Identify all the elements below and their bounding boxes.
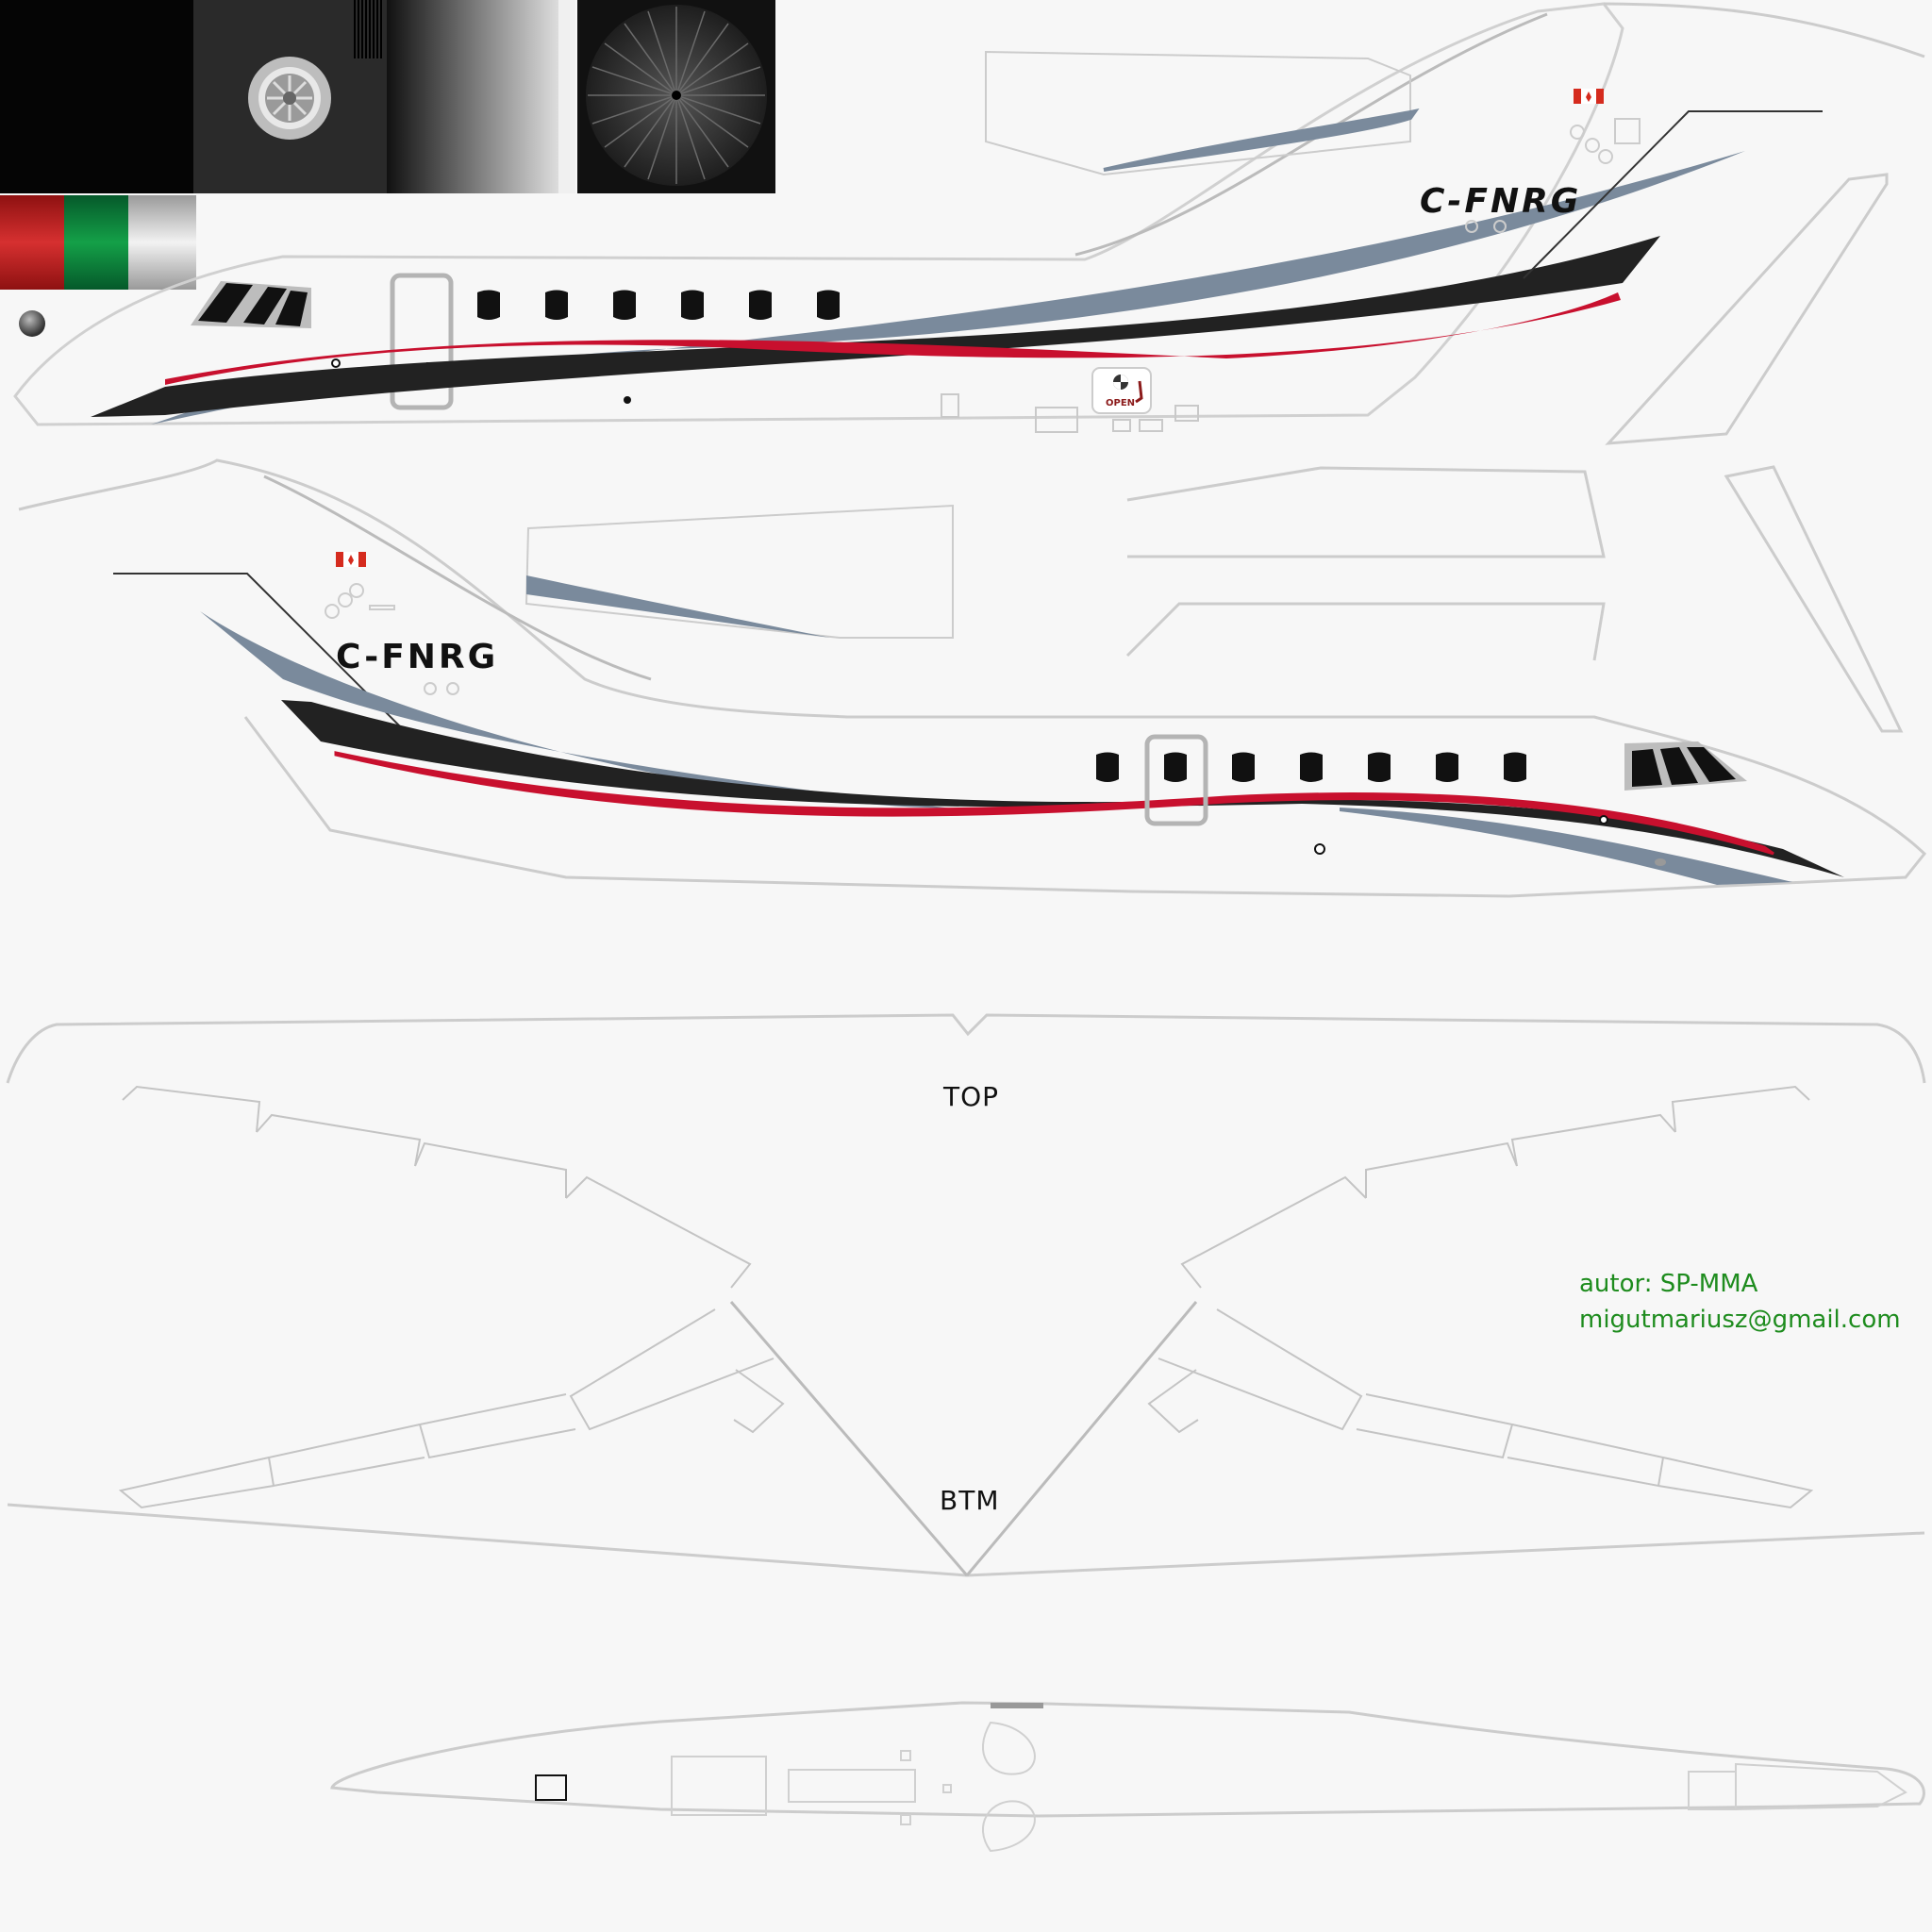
gradient-swatch: [387, 0, 558, 193]
wing-v-left: [729, 1301, 969, 1576]
registration-left: C-FNRG: [1420, 182, 1581, 221]
wing-v-right: [965, 1301, 1198, 1576]
cheatline-red-right: [334, 751, 1774, 856]
wing-planform: TOP BTM: [6, 1013, 1926, 1577]
canada-flag-icon: [1574, 89, 1604, 104]
static-port: [331, 358, 341, 368]
tail-livery-right: C-FNRG: [113, 552, 498, 739]
cabin-door: [390, 273, 454, 410]
pitot-right: [1655, 858, 1666, 866]
stabiliser-lower-a: [1126, 466, 1606, 558]
open-label: OPEN: [1106, 398, 1135, 408]
black-swatch: [0, 0, 193, 193]
passenger-windows-right: [1096, 752, 1526, 782]
cockpit-windows: [191, 281, 311, 328]
tail-livery-left: C-FNRG: [1420, 89, 1823, 279]
flap-panels-bottom: [118, 1308, 1814, 1509]
cabin-door-right: [1144, 734, 1208, 826]
fan-icon: [586, 5, 767, 186]
swatch-green: [64, 195, 128, 290]
belly-fairing-top: [991, 1703, 1043, 1708]
cheatline-black: [91, 236, 1660, 417]
belly-square: [535, 1774, 567, 1801]
fin-leading-edge: [1074, 12, 1548, 257]
fin-top-edge: [1603, 2, 1925, 58]
stabiliser-upper: [1605, 173, 1889, 445]
author-email: migutmariusz@gmail.com: [1579, 1306, 1901, 1334]
nacelle-stripe-right: [526, 575, 830, 638]
static-port-right: [1599, 815, 1608, 824]
nacelle-stripe: [1103, 108, 1420, 172]
fuselage-left-side: OPEN C-FNRG: [13, 2, 1925, 445]
fin-vents: [1465, 118, 1641, 233]
swatch-red: [0, 195, 64, 290]
turbine-icon: [248, 57, 331, 140]
passenger-windows: [477, 290, 840, 320]
baggage-door-placard: OPEN: [1091, 367, 1152, 414]
gradient-swatch-edge: [558, 0, 575, 193]
flap-panels-top: [122, 1085, 1810, 1289]
fin-leading-edge-right: [263, 475, 652, 681]
registration-right: C-FNRG: [336, 638, 498, 676]
antenna-dot: [624, 396, 631, 404]
fuselage-belly: [330, 1701, 1925, 1853]
canada-flag-icon-right: [336, 552, 366, 567]
stabiliser-lower-b: [1125, 602, 1606, 661]
author-name: autor: SP-MMA: [1579, 1270, 1758, 1298]
nacelle-outline: [985, 50, 1411, 176]
author-credit: autor: SP-MMA migutmariusz@gmail.com: [1579, 1266, 1901, 1338]
cheatline-grey-lower-right: [1340, 808, 1792, 885]
access-panels: [941, 393, 1199, 433]
grille-lines: [354, 0, 382, 58]
nacelle-outline-right: [525, 504, 954, 639]
fin-vents-right: [325, 583, 459, 695]
swatch-white: [128, 195, 196, 290]
wing-top-label: TOP: [942, 1081, 999, 1112]
cockpit-windows-right: [1624, 741, 1747, 791]
chrome-ball: [19, 310, 45, 337]
wing-top-outline: [6, 1013, 1926, 1084]
belly-panels: [671, 1721, 1907, 1853]
fuselage-right-side: C-FNRG: [18, 458, 1927, 898]
wing-bottom-label: BTM: [940, 1485, 999, 1516]
fuselage-outline-right: [18, 458, 1927, 898]
fin-line-right: [113, 573, 412, 739]
engine-texture-swatches: [0, 0, 775, 337]
antenna-ring-right: [1314, 843, 1325, 855]
belly-outline: [330, 1701, 1925, 1818]
stabiliser-lower-c: [1724, 465, 1904, 733]
